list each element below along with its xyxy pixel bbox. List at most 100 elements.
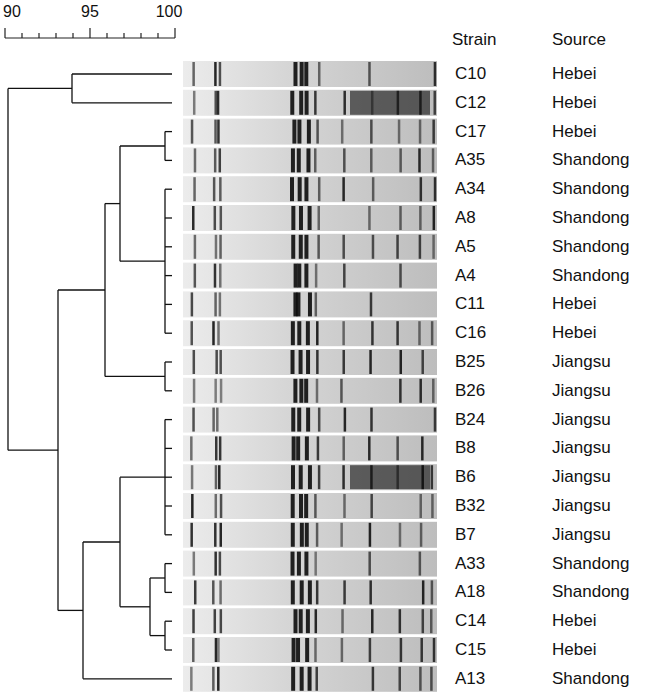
source-label: Shandong — [552, 669, 630, 689]
gel-band — [369, 350, 372, 374]
source-label: Hebei — [552, 93, 596, 113]
gel-band — [342, 465, 345, 489]
column-header: Strain — [452, 30, 496, 50]
gel-band — [191, 120, 194, 144]
strain-label: C14 — [455, 611, 486, 631]
gel-band — [419, 667, 422, 691]
source-label: Hebei — [552, 640, 596, 660]
gel-band — [316, 350, 319, 374]
gel-band — [217, 638, 220, 662]
strain-label: A34 — [455, 179, 485, 199]
gel-band — [316, 379, 319, 403]
gel-band — [299, 235, 303, 259]
gel-band — [217, 120, 220, 144]
strain-label: B8 — [455, 438, 476, 458]
branch — [83, 678, 172, 679]
gel-band — [306, 321, 310, 345]
gel-band — [396, 436, 399, 460]
gel-band — [297, 321, 301, 345]
gel-band — [296, 292, 300, 316]
branch — [7, 88, 8, 450]
gel-band — [399, 379, 402, 403]
source-label: Shandong — [552, 554, 630, 574]
branch — [165, 592, 172, 593]
gel-band — [340, 379, 343, 403]
gel-band — [294, 264, 298, 288]
gel-band — [420, 638, 423, 662]
gel-band — [434, 408, 437, 432]
gel-band — [214, 206, 217, 230]
branch — [165, 563, 172, 564]
gel-band — [212, 580, 215, 604]
gel-band — [422, 609, 425, 633]
gel-band — [292, 120, 296, 144]
gel-band — [299, 206, 303, 230]
gel-band — [304, 235, 308, 259]
branch — [105, 203, 120, 204]
gel-band — [296, 436, 300, 460]
source-label: Shandong — [552, 582, 630, 602]
gel-band — [215, 638, 218, 662]
gel-lane — [183, 205, 437, 231]
gel-band — [194, 580, 197, 604]
gel-smear — [350, 91, 430, 115]
gel-band — [300, 580, 304, 604]
branch — [58, 289, 105, 290]
gel-band — [370, 120, 373, 144]
gel-band — [433, 638, 436, 662]
strain-label: A13 — [455, 669, 485, 689]
branch — [165, 390, 172, 391]
gel-band — [431, 580, 434, 604]
source-label: Shandong — [552, 150, 630, 170]
gel-band — [368, 436, 371, 460]
gel-band — [305, 91, 309, 115]
gel-band — [194, 264, 197, 288]
gel-lane — [183, 320, 437, 346]
gel-band — [291, 235, 295, 259]
source-label: Hebei — [552, 294, 596, 314]
gel-band — [368, 62, 371, 86]
gel-band — [219, 580, 222, 604]
gel-band — [192, 609, 195, 633]
gel-band — [318, 62, 321, 86]
gel-band — [216, 408, 219, 432]
gel-band — [370, 292, 373, 316]
gel-band — [308, 580, 312, 604]
strain-label: A8 — [455, 208, 476, 228]
gel-band — [192, 62, 195, 86]
gel-band — [294, 609, 298, 633]
source-label: Hebei — [552, 611, 596, 631]
gel-band — [430, 609, 433, 633]
gel-band — [214, 148, 217, 172]
gel-band — [215, 350, 218, 374]
scale-tick — [106, 33, 107, 38]
gel-band — [431, 321, 434, 345]
gel-band — [433, 206, 436, 230]
gel-band — [215, 436, 218, 460]
gel-band — [343, 148, 346, 172]
gel-band — [217, 91, 220, 115]
source-label: Jiangsu — [552, 525, 611, 545]
gel-band — [214, 91, 217, 115]
gel-band — [193, 552, 196, 576]
gel-band — [214, 523, 217, 547]
gel-band — [304, 494, 308, 518]
strain-label: A5 — [455, 237, 476, 257]
gel-band — [300, 523, 304, 547]
gel-band — [372, 667, 375, 691]
scale-tick — [38, 33, 39, 38]
scale-tick — [4, 28, 5, 38]
gel-band — [343, 91, 346, 115]
gel-band — [299, 465, 303, 489]
gel-band — [192, 638, 195, 662]
gel-band — [191, 494, 194, 518]
gel-band — [219, 177, 222, 201]
gel-band — [368, 206, 371, 230]
gel-band — [220, 609, 223, 633]
branch — [165, 246, 172, 247]
gel-band — [433, 91, 436, 115]
scale-tick — [55, 33, 56, 38]
gel-band — [299, 350, 303, 374]
gel-band — [217, 667, 220, 691]
gel-band — [342, 436, 345, 460]
